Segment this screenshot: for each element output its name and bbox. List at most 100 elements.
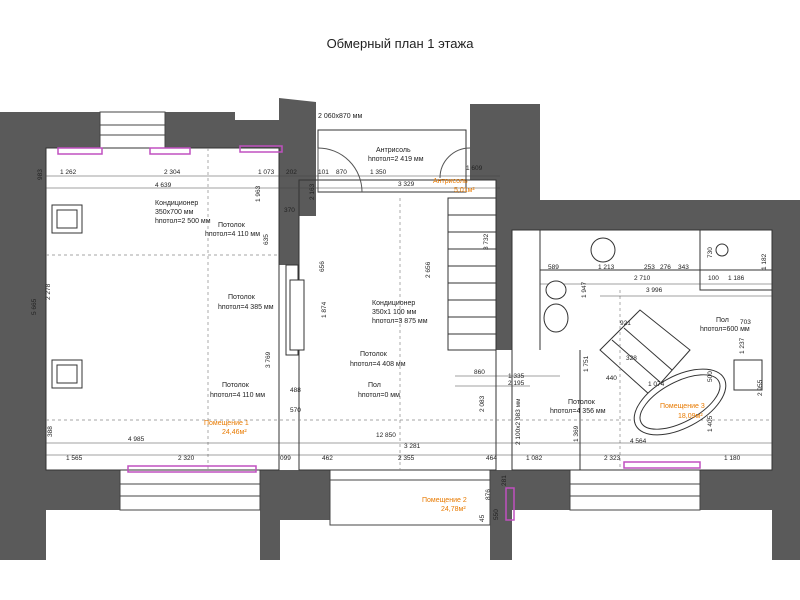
dim: 2 163 xyxy=(309,183,316,200)
ceiling3-height: hпотол=4 110 мм xyxy=(210,392,265,399)
dim: 281 xyxy=(501,475,508,486)
dim: 570 xyxy=(290,407,301,414)
dim: 464 xyxy=(486,455,497,462)
shower-drain xyxy=(715,243,729,257)
radiator-2 xyxy=(149,147,191,155)
dim: 328 xyxy=(626,355,637,362)
ceiling5-height: hпотол=4 356 мм xyxy=(550,408,606,415)
dim: 2 656 xyxy=(425,261,432,278)
dim: 101 xyxy=(318,169,329,176)
wall-top-left-b xyxy=(165,112,235,148)
dim: 276 xyxy=(660,264,671,271)
dim: 635 xyxy=(263,234,270,245)
dim: 2 100x2 083 мм xyxy=(515,398,522,445)
wall-pier-mid xyxy=(279,216,299,265)
dim: 45 xyxy=(479,514,486,522)
wall-right xyxy=(772,230,800,560)
window-bottom-left xyxy=(119,469,261,511)
dim: 870 xyxy=(336,169,347,176)
window-bottom-mid xyxy=(329,469,491,526)
stairs xyxy=(447,197,497,351)
page-title: Обмерный план 1 этажа xyxy=(326,36,474,51)
washing-machine xyxy=(590,237,616,263)
wall-left xyxy=(0,112,46,560)
dim: 1 182 xyxy=(761,253,768,270)
dim: 253 xyxy=(644,264,655,271)
room-3-outline xyxy=(511,229,773,471)
room-2-outline xyxy=(298,179,497,471)
room-1-area: 24,46м² xyxy=(222,429,247,436)
ceiling5-title: Потолок xyxy=(568,399,596,406)
shower-zone xyxy=(699,229,773,291)
door-swing-2 xyxy=(439,147,471,179)
dim: 4 564 xyxy=(630,438,647,445)
bath-steps xyxy=(599,309,691,396)
dim: 730 xyxy=(707,247,714,258)
dim: 388 xyxy=(47,426,54,437)
door-top-label: 2 060x870 мм xyxy=(318,113,362,120)
room-2-name: Помещение 2 xyxy=(422,497,467,504)
dim: 1 751 xyxy=(583,355,590,372)
dim: 2 355 xyxy=(398,455,415,462)
room-3-area: 18,09м² xyxy=(678,413,703,420)
floor3-title: Пол xyxy=(716,317,729,324)
dim: 876 xyxy=(485,489,492,500)
ac1-title: Кондиционер xyxy=(155,200,198,207)
dim: 1 180 xyxy=(724,455,741,462)
dim: 1 369 xyxy=(573,425,580,442)
dim: 3 329 xyxy=(398,181,415,188)
dim: 1 350 xyxy=(370,169,387,176)
window-top-left xyxy=(99,111,166,149)
dim: 12 850 xyxy=(376,432,396,439)
dim: 656 xyxy=(319,261,326,272)
wall-top-left-a xyxy=(46,112,100,148)
dim: 1 262 xyxy=(60,169,77,176)
dim: 3 996 xyxy=(646,287,663,294)
ac2-height: hпотол=3 875 мм xyxy=(372,318,428,325)
ceiling1-height: hпотол=4 110 мм xyxy=(205,231,260,238)
dim: 2 278 xyxy=(45,283,52,300)
dim: 3 732 xyxy=(483,233,490,250)
room-1-name: Помещение 1 xyxy=(204,420,249,427)
dim: 1 074 xyxy=(648,381,665,388)
radiator-5 xyxy=(505,487,515,521)
antresol-name: Антрисоль xyxy=(433,178,468,185)
dim: 3 281 xyxy=(404,443,421,450)
dim: 500 xyxy=(707,371,714,382)
dim: 5 665 xyxy=(31,298,38,315)
ceiling3-title: Потолок xyxy=(222,382,250,389)
wall-bottom-a xyxy=(46,470,120,510)
radiator-3 xyxy=(239,145,283,153)
wall-bottom-e xyxy=(512,470,570,510)
ceiling4-height: hпотол=4 408 мм xyxy=(350,361,406,368)
wall-bottom-f xyxy=(700,470,772,510)
ac-unit-3 xyxy=(733,359,763,391)
dash-lines xyxy=(46,148,772,470)
dim: 983 xyxy=(37,169,44,180)
window-bottom-right xyxy=(569,469,701,511)
dim: 462 xyxy=(322,455,333,462)
dim: 1 405 xyxy=(707,415,714,432)
dim: 2 320 xyxy=(178,455,195,462)
dim: 1 335 xyxy=(508,373,525,380)
door-swing-1 xyxy=(317,147,363,193)
radiators xyxy=(57,145,701,521)
ceiling2-title: Потолок xyxy=(228,294,256,301)
ac1-size: 350x700 мм xyxy=(155,209,194,216)
dim: 550 xyxy=(493,509,500,520)
dim: 4 985 xyxy=(128,436,145,443)
dim: 3 769 xyxy=(265,351,272,368)
ac2-title: Кондиционер xyxy=(372,300,415,307)
dim: 370 xyxy=(284,207,295,214)
dim: 589 xyxy=(548,264,559,271)
wall-top-right-block xyxy=(496,104,540,190)
dim: 2 195 xyxy=(508,380,525,387)
dim: 921 xyxy=(620,320,631,327)
dim: 488 xyxy=(290,387,301,394)
dim: 2 955 xyxy=(757,379,764,396)
dim: 440 xyxy=(606,375,617,382)
dim: 2 083 xyxy=(479,395,486,412)
floor2-height: hпотол=0 мм xyxy=(358,392,400,399)
bathtub xyxy=(633,368,727,436)
